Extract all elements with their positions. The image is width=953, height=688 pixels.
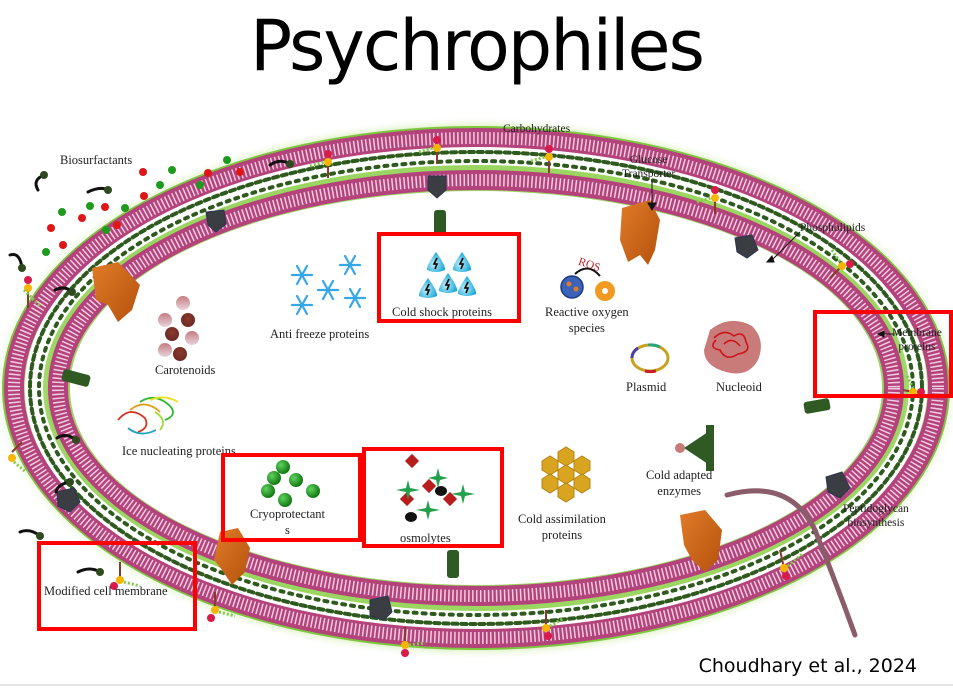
carbohydrate-chain-icons (8, 136, 925, 657)
highlight-box-membrane-proteins (813, 310, 953, 398)
carotenoid-icons (158, 296, 199, 361)
cryoprotectant-icons (261, 460, 320, 507)
plasmid-icon (630, 343, 670, 374)
cold-adapted-enzyme-icon (675, 425, 714, 471)
transporter-bottom-right-icon (680, 510, 722, 572)
slide-bottom-divider (0, 684, 953, 686)
osmolyte-icons (396, 453, 475, 522)
label-nucleoid: Nucleoid (716, 380, 762, 394)
label-cold-adapted-enzymes: Cold adapted enzymes (646, 468, 713, 498)
highlight-box-cryoprotectants (221, 453, 362, 542)
label-anti-freeze-proteins: Anti freeze proteins (270, 327, 370, 341)
channel-protein-icon (61, 210, 831, 578)
label-glucose-transporter: Glucose Transporter (622, 154, 676, 181)
label-osmolytes: osmolytes (400, 531, 451, 545)
label-biosurfactants: Biosurfactants (60, 153, 133, 167)
label-carotenoids: Carotenoids (155, 363, 216, 377)
ice-nucleating-protein-icon (117, 396, 179, 435)
label-ice-nucleating-proteins: Ice nucleating proteins (122, 444, 236, 458)
label-plasmid: Plasmid (626, 380, 667, 394)
ros-icon (560, 267, 615, 301)
flagellum-icon (724, 488, 858, 638)
label-reactive-oxygen-species: Reactive oxygen species (545, 305, 629, 335)
membrane-protein-icon (56, 175, 851, 621)
label-cryoprotectants: Cryoprotectant s (250, 507, 325, 537)
label-cold-assimilation-proteins: Cold assimilation proteins (518, 512, 606, 542)
highlight-box-modified-cell-membrane (37, 541, 197, 631)
cold-shock-protein-icons (418, 252, 477, 298)
citation: Choudhary et al., 2024 (698, 655, 917, 677)
highlight-box-osmolytes (362, 447, 504, 548)
slide-title: Psychrophiles (249, 5, 705, 87)
label-cold-shock-proteins: Cold shock proteins (392, 305, 492, 319)
biosurfactant-dots (42, 156, 244, 256)
annotation-arrows (647, 180, 895, 338)
label-peptidoglycan-biosynthesis: Peptidoglycan biosynthesis (843, 503, 909, 530)
label-phospholipids: Phospholipids (800, 222, 866, 234)
label-modified-cell-membrane: Modified cell membrane (44, 584, 168, 598)
transporter-left-icon (92, 262, 140, 322)
transporter-bottom-left-icon (214, 528, 250, 585)
cold-assimilation-protein-icon (541, 446, 591, 503)
label-carbohydrates: Carbohydrates (503, 123, 571, 135)
nucleoid-icon (704, 320, 761, 374)
label-membrane-proteins: Membrane proteins (892, 327, 942, 354)
glucose-transporter-icon (620, 200, 660, 265)
snowflake-icons (290, 254, 367, 316)
highlight-box-cold-shock-proteins (377, 232, 521, 323)
peptidoglycan-layer (28, 150, 924, 626)
